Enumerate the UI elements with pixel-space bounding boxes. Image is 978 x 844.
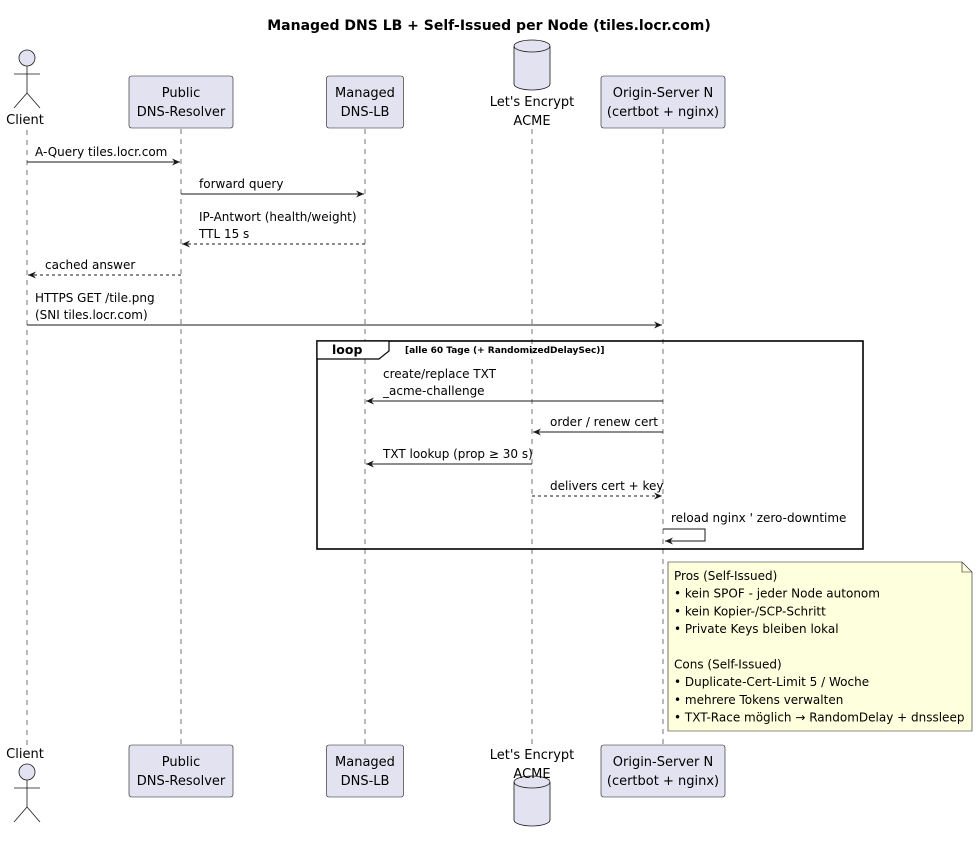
message-label: cached answer	[45, 258, 135, 272]
participant-label: Public	[162, 86, 200, 101]
message-4: cached answer	[28, 258, 181, 279]
note-line: • TXT-Race möglich → RandomDelay + dnssl…	[674, 711, 964, 725]
database-icon	[513, 775, 551, 827]
participant-label: Let's Encrypt	[490, 748, 575, 763]
loop-keyword: loop	[332, 342, 362, 357]
diagram-title: Managed DNS LB + Self-Issued per Node (t…	[267, 18, 711, 34]
message-label: _acme-challenge	[382, 384, 485, 398]
note-line: • Duplicate-Cert-Limit 5 / Woche	[674, 675, 869, 689]
participant-client-top: Client	[6, 49, 44, 128]
note: Pros (Self-Issued) • kein SPOF - jeder No…	[667, 561, 973, 732]
message-9: delivers cert + key	[532, 479, 663, 500]
participant-label: Origin-Server N	[613, 86, 713, 101]
note-text: Pros (Self-Issued) • kein SPOF - jeder No…	[674, 569, 964, 725]
message-label: order / renew cert	[550, 415, 658, 429]
message-label: reload nginx ' zero-downtime	[671, 511, 846, 525]
message-10: reload nginx ' zero-downtime	[663, 511, 846, 545]
participant-label: Let's Encrypt	[490, 95, 575, 110]
note-line: Pros (Self-Issued)	[674, 569, 777, 583]
note-line: • mehrere Tokens verwalten	[674, 693, 843, 707]
note-line: • Private Keys bleiben lokal	[674, 622, 839, 636]
message-label: A-Query tiles.locr.com	[35, 145, 167, 159]
note-line: • kein SPOF - jeder Node autonom	[674, 587, 880, 601]
participant-label: Public	[162, 755, 200, 770]
message-label: create/replace TXT	[383, 367, 497, 381]
participant-label: ACME	[513, 114, 550, 129]
participant-origin-bottom: Origin-Server N (certbot + nginx)	[600, 744, 726, 798]
participant-label: DNS-Resolver	[137, 105, 226, 120]
message-label: HTTPS GET /tile.png	[35, 291, 155, 305]
participant-label: ACME	[513, 767, 550, 782]
note-line: • kein Kopier-/SCP-Schritt	[674, 604, 826, 618]
actor-icon	[13, 763, 41, 823]
message-3: IP-Antwort (health/weight) TTL 15 s	[182, 210, 365, 248]
participant-label: Managed	[335, 755, 395, 770]
message-label: (SNI tiles.locr.com)	[35, 308, 148, 322]
participant-label: Client	[6, 113, 44, 128]
participant-label: Origin-Server N	[613, 755, 713, 770]
message-5: HTTPS GET /tile.png (SNI tiles.locr.com)	[27, 291, 662, 329]
database-icon	[513, 39, 551, 91]
participants-bottom: ClientPublicDNS-ResolverManagedDNS-LBLet…	[6, 744, 726, 827]
loop-condition: [alle 60 Tage (+ RandomizedDelaySec)]	[405, 346, 605, 356]
participant-client-bottom: Client	[6, 747, 44, 823]
participant-label: Managed	[335, 86, 395, 101]
message-8: TXT lookup (prop ≥ 30 s)	[366, 447, 533, 468]
message-label: delivers cert + key	[550, 479, 663, 493]
participant-origin-top: Origin-Server N (certbot + nginx)	[600, 75, 726, 129]
message-6: create/replace TXT _acme-challenge	[366, 367, 663, 405]
message-1: A-Query tiles.locr.com	[27, 145, 180, 166]
loop-frame: loop [alle 60 Tage (+ RandomizedDelaySec…	[316, 340, 864, 550]
message-2: forward query	[181, 177, 364, 198]
message-label: forward query	[199, 177, 283, 191]
message-7: order / renew cert	[533, 415, 663, 436]
message-label: TXT lookup (prop ≥ 30 s)	[382, 447, 533, 461]
note-line: Cons (Self-Issued)	[674, 658, 782, 672]
participant-label: (certbot + nginx)	[607, 105, 719, 120]
participant-label: Client	[6, 747, 44, 762]
messages: A-Query tiles.locr.com forward queryIP-An…	[27, 145, 846, 545]
participant-label: (certbot + nginx)	[607, 774, 719, 789]
participant-label: DNS-Resolver	[137, 774, 226, 789]
participant-label: DNS-LB	[341, 774, 390, 789]
lifelines	[26, 129, 664, 745]
message-label: IP-Antwort (health/weight)	[199, 210, 357, 224]
actor-icon	[13, 49, 41, 109]
message-label: TTL 15 s	[198, 227, 249, 241]
participant-label: DNS-LB	[341, 105, 390, 120]
